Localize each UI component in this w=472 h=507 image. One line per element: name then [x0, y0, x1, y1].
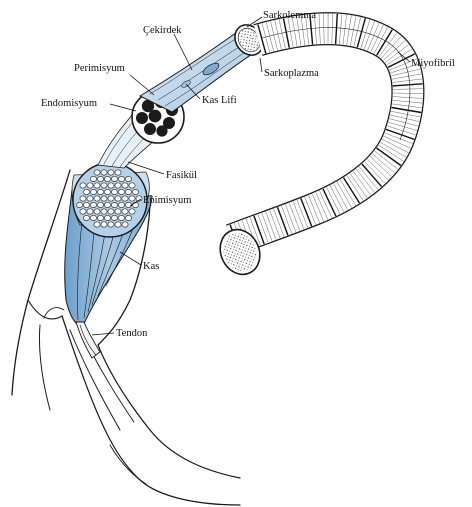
fascicle-cell	[90, 176, 96, 181]
fascicle-cell	[118, 215, 124, 220]
fascicle-cell	[90, 215, 96, 220]
fascicle-cell	[87, 183, 93, 188]
fascicle-cell	[122, 209, 128, 214]
fascicle-cell	[118, 202, 124, 207]
label-endomisyum: Endomisyum	[41, 98, 97, 109]
fascicle-cell	[132, 189, 138, 194]
fascicle-cell	[101, 222, 107, 227]
fascicle-cell	[80, 196, 86, 201]
label-sarkoplazma: Sarkoplazma	[264, 68, 319, 79]
label-epimisyum: Epimisyum	[143, 195, 191, 206]
fascicle-cell	[108, 222, 114, 227]
label-perimisyum: Perimisyum	[74, 63, 125, 74]
fascicle-cell	[115, 170, 121, 175]
fascicle-cell	[97, 215, 103, 220]
fascicle-cell	[94, 222, 100, 227]
fascicle-cell	[122, 183, 128, 188]
fascicle-cell	[101, 170, 107, 175]
fascicle-cell	[101, 196, 107, 201]
label-kas: Kas	[143, 261, 159, 272]
fascicle-cell	[132, 202, 138, 207]
fascicle-cell	[111, 176, 117, 181]
fascicle-cell	[108, 183, 114, 188]
label-sarkolemma: Sarkolemma	[263, 10, 316, 21]
fascicle-cell	[104, 176, 110, 181]
fascicle-cell	[115, 183, 121, 188]
fascicle-cell	[115, 222, 121, 227]
fascicle-cell	[101, 209, 107, 214]
fascicle-cell	[97, 189, 103, 194]
fascicle-cell	[115, 209, 121, 214]
label-miyofibril: Miyofibril	[411, 58, 455, 69]
fascicle-cell	[76, 202, 82, 207]
fascicle-cell	[118, 189, 124, 194]
fascicle-cell	[87, 209, 93, 214]
fascicle-cell	[111, 215, 117, 220]
fascicle-cell	[115, 196, 121, 201]
fascicle-cell	[90, 189, 96, 194]
fascicle-cell	[118, 176, 124, 181]
fascicle-cell	[94, 196, 100, 201]
label-kas-lifi: Kas Lifi	[202, 95, 237, 106]
label-fasikul: Fasikül	[166, 170, 197, 181]
label-cekirdek: Çekirdek	[143, 25, 182, 36]
fascicle-cell	[83, 215, 89, 220]
fascicle-cell	[129, 183, 135, 188]
fascicle-cell	[125, 189, 131, 194]
fascicle-cell	[94, 209, 100, 214]
fascicle-cell	[108, 209, 114, 214]
fascicle-cell	[111, 189, 117, 194]
fascicle-cell	[83, 189, 89, 194]
fascicle-cell	[129, 209, 135, 214]
fascicle-cell	[104, 215, 110, 220]
fascicle-cell	[104, 202, 110, 207]
fascicle-cell	[129, 196, 135, 201]
fascicle-cell	[97, 176, 103, 181]
fascicle-cell	[94, 183, 100, 188]
fascicle-cell	[80, 183, 86, 188]
fascicle-cell	[80, 209, 86, 214]
fascicle-cell	[125, 202, 131, 207]
fascicle-cell	[125, 215, 131, 220]
fascicle-cell	[101, 183, 107, 188]
fascicle-cell	[108, 196, 114, 201]
fascicle-cell	[90, 202, 96, 207]
fascicle-cell	[94, 170, 100, 175]
fascicle-cell	[108, 170, 114, 175]
fascicle-cell	[83, 202, 89, 207]
fascicle-cell	[122, 196, 128, 201]
fascicle-cell	[97, 202, 103, 207]
fascicle-cell	[125, 176, 131, 181]
label-tendon: Tendon	[116, 328, 148, 339]
fascicle-cell	[87, 196, 93, 201]
fascicle-cell	[104, 189, 110, 194]
fascicle-cell	[122, 222, 128, 227]
fascicle-cell	[111, 202, 117, 207]
